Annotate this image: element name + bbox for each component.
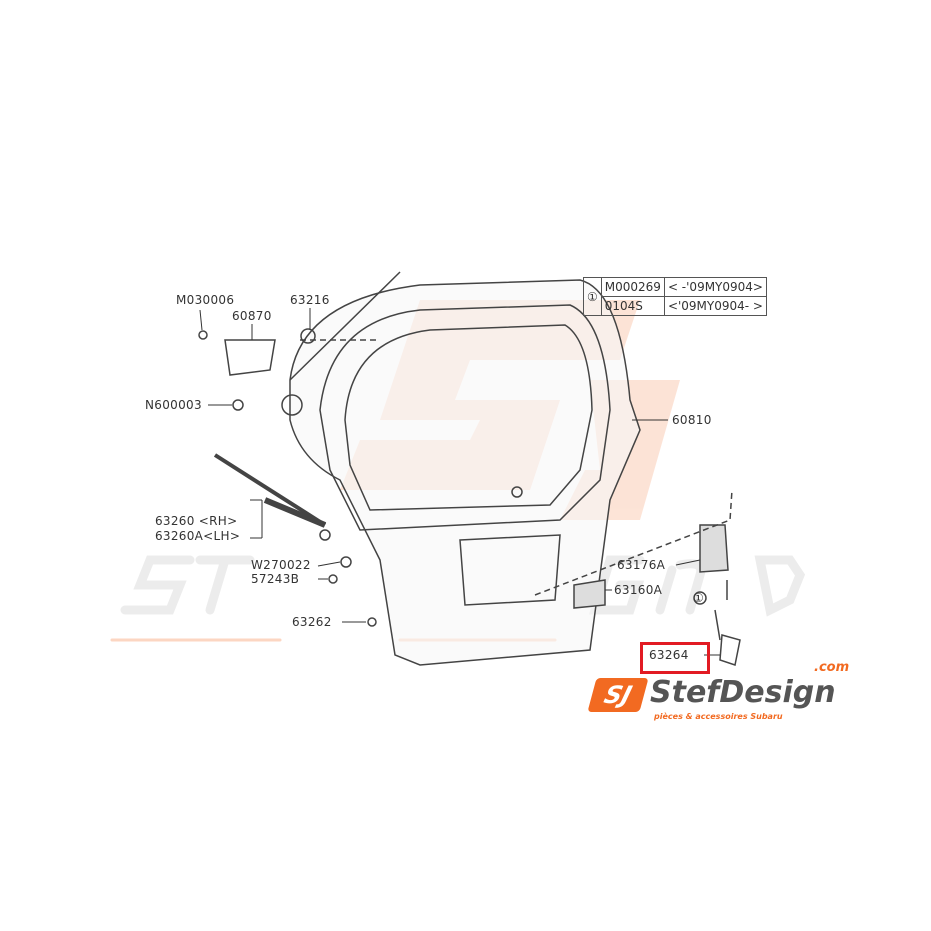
label-63216: 63216 xyxy=(290,293,330,307)
table-row: 0104S <'09MY0904- > xyxy=(584,296,767,316)
part-number: M000269 xyxy=(600,277,665,297)
model-range: < -'09MY0904> xyxy=(663,277,767,297)
label-60870: 60870 xyxy=(232,309,272,323)
label-w270022: W270022 xyxy=(251,558,311,572)
label-n600003: N600003 xyxy=(145,398,202,412)
watermark-lettering xyxy=(120,555,806,617)
logo-brand: StefDesign xyxy=(650,675,836,710)
circle-ref: ① xyxy=(693,591,705,605)
label-63264: 63264 xyxy=(649,648,689,662)
label-m030006: M030006 xyxy=(176,293,235,307)
parts-table: ① M000269 < -'09MY0904> 0104S <'09MY0904… xyxy=(583,277,767,316)
label-57243b: 57243B xyxy=(251,572,300,586)
label-60810: 60810 xyxy=(672,413,712,427)
stefdesign-logo: SJ StefDesign .com pièces & accessoires … xyxy=(587,661,849,726)
label-63260: 63260 <RH> xyxy=(155,514,238,528)
model-range: <'09MY0904- > xyxy=(663,296,767,316)
logo-tagline: pièces & accessoires Subaru xyxy=(654,712,783,721)
tailgate-drawing xyxy=(198,271,741,666)
part-number: 0104S xyxy=(600,296,665,316)
label-63176a: 63176A xyxy=(617,558,666,572)
highlight-box xyxy=(640,642,710,674)
logo-domain: .com xyxy=(814,660,850,675)
label-63160a: 63160A xyxy=(614,583,663,597)
sj-badge: SJ xyxy=(587,678,649,712)
table-row: ① M000269 < -'09MY0904> xyxy=(583,277,767,316)
label-63262: 63262 xyxy=(292,615,332,629)
label-63260a: 63260A<LH> xyxy=(155,529,241,543)
circle-symbol: ① xyxy=(583,277,602,316)
leader-lines xyxy=(199,308,720,656)
